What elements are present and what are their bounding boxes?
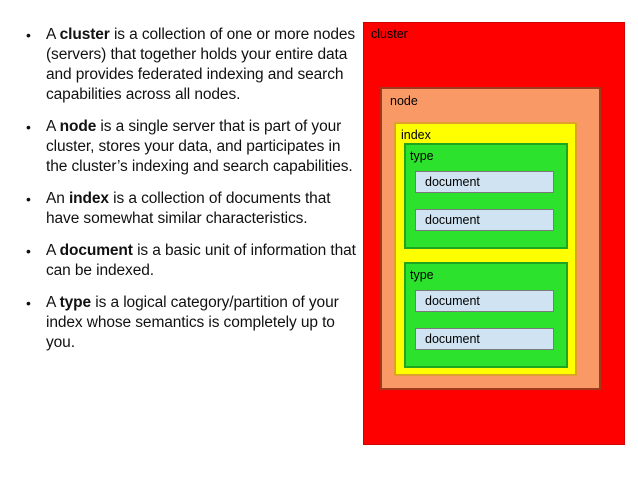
document-box: document xyxy=(415,171,554,193)
bullet-text-pre: A xyxy=(46,242,60,259)
cluster-box: cluster node index type document documen… xyxy=(363,22,625,445)
bullet-text-pre: A xyxy=(46,26,60,43)
type-label: type xyxy=(410,268,434,282)
index-box: index type document document type docume… xyxy=(394,122,577,376)
bullet-text-pre: A xyxy=(46,118,60,135)
bullet-term: type xyxy=(59,294,92,311)
bullet-term: document xyxy=(59,242,133,259)
bullet-text-pre: An xyxy=(46,190,69,207)
bullet-term: index xyxy=(68,190,109,207)
bullet-text-pre: A xyxy=(46,294,60,311)
bullet-text-post: is a collection of one or more nodes (se… xyxy=(46,26,356,103)
bullet-item-node: A node is a single server that is part o… xyxy=(25,117,359,177)
bullet-text-post: is a collection of documents that have s… xyxy=(46,190,331,227)
definitions-panel: A cluster is a collection of one or more… xyxy=(25,25,359,365)
bullet-item-index: An index is a collection of documents th… xyxy=(25,189,359,229)
bullet-item-type: A type is a logical category/partition o… xyxy=(25,293,359,353)
bullet-item-document: A document is a basic unit of informatio… xyxy=(25,241,359,281)
bullet-text-post: is a basic unit of information that can … xyxy=(46,242,356,279)
node-box: node index type document document type d… xyxy=(380,87,601,390)
document-box: document xyxy=(415,290,554,312)
bullet-item-cluster: A cluster is a collection of one or more… xyxy=(25,25,359,105)
type-box-2: type document document xyxy=(404,262,568,368)
bullet-term: cluster xyxy=(59,26,110,43)
type-label: type xyxy=(410,149,434,163)
node-label: node xyxy=(390,94,418,108)
document-box: document xyxy=(415,328,554,350)
document-box: document xyxy=(415,209,554,231)
cluster-label: cluster xyxy=(371,27,408,41)
type-box-1: type document document xyxy=(404,143,568,249)
bullet-text-post: is a logical category/partition of your … xyxy=(46,294,339,351)
bullet-term: node xyxy=(59,118,97,135)
bullet-list: A cluster is a collection of one or more… xyxy=(25,25,359,353)
bullet-text-post: is a single server that is part of your … xyxy=(46,118,353,175)
index-label: index xyxy=(401,128,431,142)
